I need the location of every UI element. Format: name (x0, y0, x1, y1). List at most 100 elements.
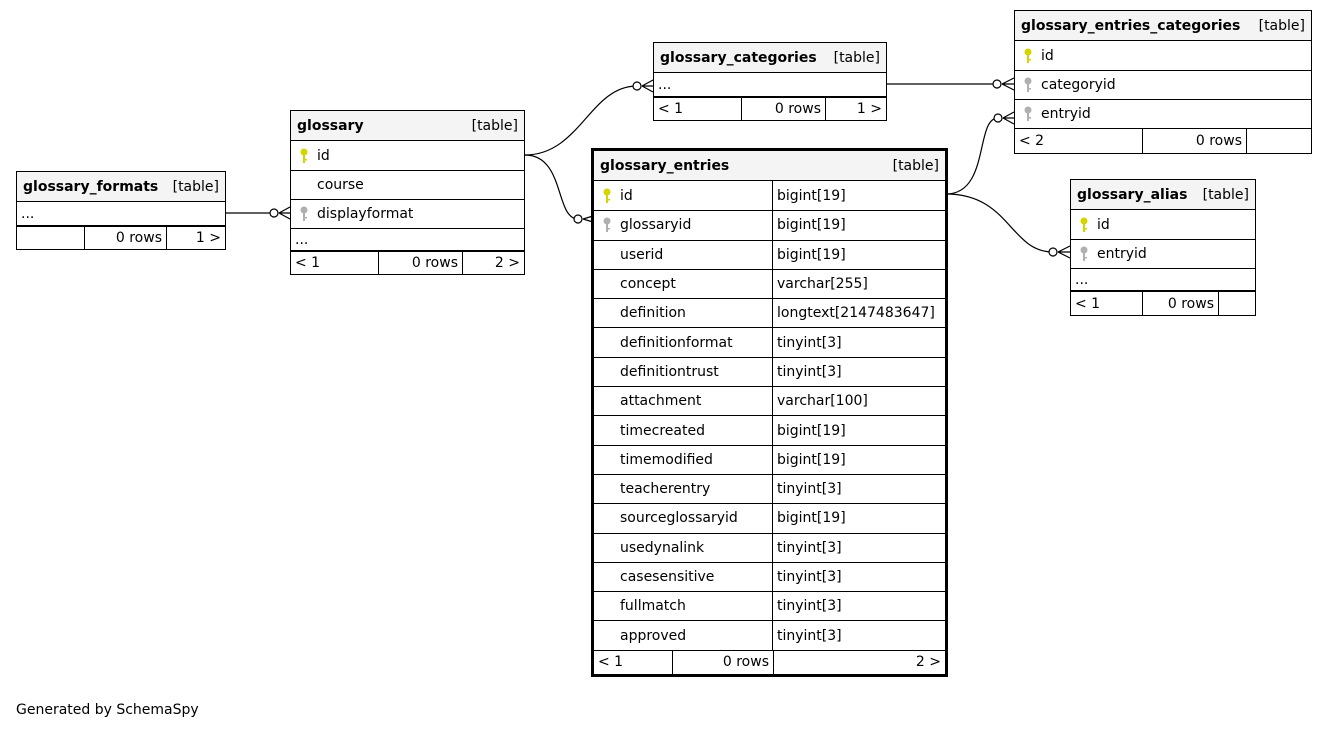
column-name: entryid (1097, 246, 1147, 262)
column-type: tinyint[3] (772, 592, 945, 621)
primary-key-icon (594, 188, 620, 204)
column-row: teacherentry tinyint[3] (594, 473, 945, 504)
ellipsis-row: ... (1071, 268, 1255, 291)
ellipsis-row: ... (291, 228, 524, 251)
column-type: tinyint[3] (772, 357, 945, 387)
footer-parents: < 1 (594, 650, 673, 674)
column-name: definition (620, 305, 686, 322)
footer-row-count: 0 rows (742, 98, 826, 120)
foreign-key-icon (291, 206, 317, 222)
column-row: definitiontrust tinyint[3] (594, 356, 945, 387)
column-name: timemodified (620, 451, 713, 468)
foreign-key-icon (594, 217, 620, 233)
column-type: tinyint[3] (772, 328, 945, 357)
footer-parents (17, 227, 85, 249)
column-name: userid (620, 246, 664, 263)
table-glossary-categories[interactable]: glossary_categories [table] ... < 1 0 ro… (653, 42, 887, 121)
table-header: glossary_formats [table] (17, 172, 225, 202)
column-name: definitiontrust (620, 363, 719, 380)
footer-children: 2 > (494, 255, 520, 271)
column-row: id (1071, 210, 1255, 239)
table-type: [table] (892, 157, 939, 174)
column-name: id (1041, 47, 1054, 64)
rel-entries-entrycats (945, 117, 999, 195)
table-name: glossary_categories (660, 49, 817, 66)
table-footer: < 1 0 rows 1 > (654, 97, 886, 120)
column-name: usedynalink (620, 539, 705, 556)
table-header: glossary_entries [table] (594, 151, 945, 181)
column-row: course (291, 170, 524, 199)
rel-glossary-categories (524, 85, 638, 156)
column-type: varchar[100] (772, 387, 945, 416)
footer-row-count: 0 rows (1143, 292, 1219, 315)
column-type: bigint[19] (772, 181, 945, 211)
column-name: teacherentry (620, 481, 711, 498)
column-row: glossaryid bigint[19] (594, 210, 945, 240)
table-header: glossary_categories [table] (654, 43, 886, 73)
column-row: entryid (1071, 239, 1255, 268)
table-header: glossary_entries_categories [table] (1015, 11, 1311, 41)
column-type: tinyint[3] (772, 621, 945, 650)
table-name: glossary_entries_categories (1021, 17, 1241, 34)
foreign-key-icon (1015, 77, 1041, 93)
table-type: [table] (471, 117, 518, 134)
footer-parents: < 2 (1015, 129, 1143, 153)
column-type: bigint[19] (772, 211, 945, 240)
foreign-key-icon (1015, 106, 1041, 122)
column-type: tinyint[3] (772, 562, 945, 592)
table-type: [table] (172, 178, 219, 195)
footer-parents: < 1 (654, 98, 742, 120)
column-name: glossaryid (620, 217, 692, 234)
column-row: userid bigint[19] (594, 239, 945, 269)
generated-by-note: Generated by SchemaSpy (16, 702, 199, 718)
foreign-key-icon (1071, 246, 1097, 262)
table-name: glossary_formats (23, 178, 159, 195)
column-name: timecreated (620, 422, 705, 439)
footer-row-count: 0 rows (1143, 129, 1247, 153)
column-name: definitionformat (620, 334, 733, 351)
column-type: tinyint[3] (772, 474, 945, 504)
column-type: bigint[19] (772, 416, 945, 445)
column-row: definitionformat tinyint[3] (594, 327, 945, 357)
ellipsis-row: ... (17, 202, 225, 226)
column-row: timemodified bigint[19] (594, 444, 945, 474)
column-row: entryid (1015, 99, 1311, 128)
footer-row-count: 0 rows (379, 252, 463, 274)
table-type: [table] (1258, 17, 1305, 34)
primary-key-icon (1015, 48, 1041, 64)
table-header: glossary [table] (291, 111, 524, 141)
table-footer: < 1 0 rows 2 > (291, 251, 524, 274)
column-name: sourceglossaryid (620, 510, 738, 527)
table-name: glossary_entries (600, 157, 730, 174)
column-name: course (317, 177, 364, 193)
table-footer: < 1 0 rows (1071, 291, 1255, 315)
column-type: bigint[19] (772, 240, 945, 269)
table-footer: 0 rows 1 > (17, 226, 225, 249)
rel-entries-alias (945, 193, 1054, 253)
primary-key-icon (291, 148, 317, 164)
footer-parents: < 1 (291, 252, 379, 274)
column-type: bigint[19] (772, 445, 945, 474)
table-type: [table] (833, 49, 880, 66)
footer-parents: < 1 (1071, 292, 1143, 315)
table-name: glossary_alias (1077, 186, 1188, 203)
footer-children (1247, 129, 1311, 153)
footer-children: 2 > (915, 654, 941, 671)
table-glossary-formats[interactable]: glossary_formats [table] ... 0 rows 1 > (16, 171, 226, 250)
column-name: id (317, 147, 330, 164)
column-row: id (291, 141, 524, 170)
column-name: attachment (620, 393, 702, 410)
primary-key-icon (1071, 217, 1097, 233)
